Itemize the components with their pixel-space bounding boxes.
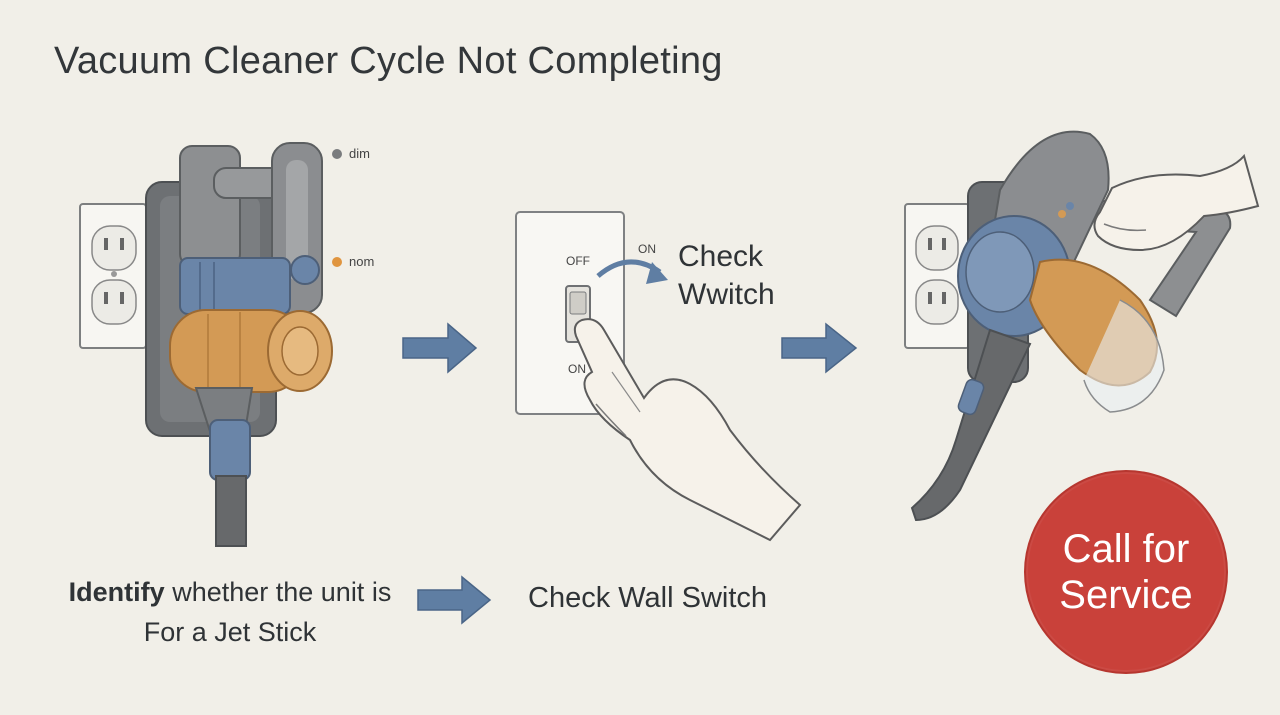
wall-outlet-left	[79, 203, 147, 349]
arrow-step2-to-step3	[781, 322, 858, 374]
caption-line2: For a Jet Stick	[143, 617, 317, 647]
check-switch-callout: Check Wwitch	[678, 238, 775, 314]
callout-line-2: Wwitch	[678, 278, 775, 311]
arrow-step1-to-step2	[402, 322, 478, 374]
step1-caption: Identify whether the unit is For a Jet S…	[60, 572, 400, 652]
indicator-dim-label: dim	[349, 146, 370, 161]
indicator-dim-dot	[332, 149, 342, 159]
switch-on-label-top: ON	[638, 242, 656, 256]
hand-holding-vacuum	[1093, 153, 1260, 252]
callout-line-1: Check	[678, 240, 764, 273]
switch-on-label-bottom: ON	[568, 362, 586, 376]
toggle-direction-arrowhead	[646, 262, 668, 284]
arrow-caption	[417, 575, 492, 625]
indicator-nom-dot	[332, 257, 342, 267]
indicator-nom-label: nom	[349, 254, 375, 269]
docked-vacuum	[145, 142, 333, 547]
page-title: Vacuum Cleaner Cycle Not Completing	[54, 40, 723, 82]
hand-pressing-switch	[573, 318, 802, 542]
wall-outlet-right	[904, 203, 970, 349]
switch-off-label: OFF	[566, 254, 590, 268]
caption-rest: whether the unit is	[164, 577, 392, 607]
caption-bold: Identify	[68, 577, 165, 607]
step2-caption: Check Wall Switch	[528, 582, 768, 614]
handheld-vacuum	[910, 130, 1232, 522]
